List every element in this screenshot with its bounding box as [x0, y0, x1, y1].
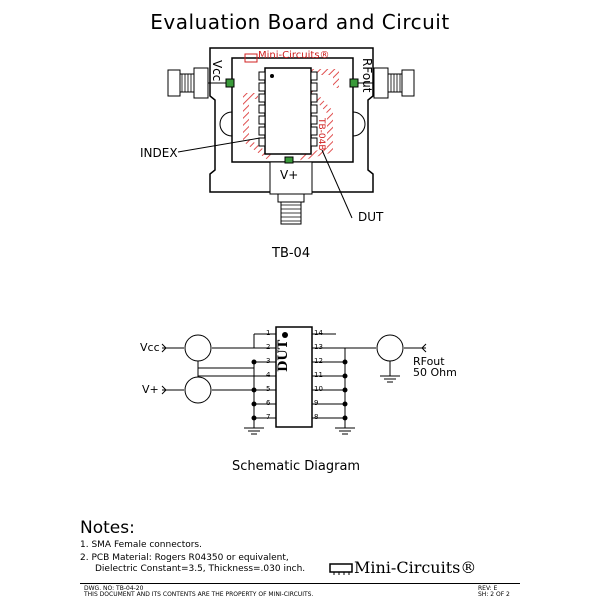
capacitor-left	[225, 78, 235, 88]
dut-leader	[321, 149, 353, 219]
index-leader	[177, 137, 261, 153]
board-name-label: TB-04	[272, 246, 311, 261]
pin-label-left-3: 3	[266, 357, 271, 365]
pin-label-right-12: 12	[314, 357, 323, 365]
schematic-index-dot	[282, 332, 288, 338]
schematic-dut-body	[275, 326, 313, 428]
board-vcc-label: Vcc	[210, 60, 224, 82]
dut-pins-left	[258, 71, 266, 147]
dwg-number: DWG. NO: TB-04-20	[84, 585, 144, 592]
notes-heading: Notes:	[80, 518, 135, 538]
pin-label-right-11: 11	[314, 371, 323, 379]
schematic-vcc-label: Vcc	[140, 341, 160, 354]
board-outline	[209, 47, 374, 193]
pin-label-right-13: 13	[314, 343, 323, 351]
trace-right	[310, 69, 339, 88]
schematic-diagram	[161, 326, 427, 435]
board-rfout-label: RFout	[360, 58, 374, 93]
board-vplus-label: V+	[280, 168, 299, 182]
pin-label-right-8: 8	[314, 413, 319, 421]
pin-label-right-10: 10	[314, 385, 323, 393]
board-brand-label: Mini-Circuits®	[258, 50, 330, 61]
pin-label-left-6: 6	[266, 399, 271, 407]
footer-logo-icon	[329, 563, 353, 575]
schematic-caption: Schematic Diagram	[232, 459, 361, 474]
schematic-vplus-label: V+	[142, 383, 159, 396]
pin-label-left-4: 4	[266, 371, 271, 379]
note-2-continued: Dielectric Constant=3.5, Thickness=.030 …	[95, 564, 306, 574]
pin-label-left-5: 5	[266, 385, 271, 393]
pin-label-left-2: 2	[266, 343, 271, 351]
note-2: 2. PCB Material: Rogers R04350 or equiva…	[80, 553, 289, 563]
schematic-impedance-label: 50 Ohm	[413, 366, 457, 379]
revision: REV: E	[478, 585, 498, 592]
pin-label-right-9: 9	[314, 399, 319, 407]
note-1: 1. SMA Female connectors.	[80, 540, 202, 550]
board-logo-box	[244, 53, 258, 63]
vcc-branch	[161, 334, 255, 369]
right-sma-connector	[356, 67, 415, 99]
property-notice: THIS DOCUMENT AND ITS CONTENTS ARE THE P…	[84, 591, 314, 598]
bottom-sma-connector	[269, 161, 313, 225]
trace-left	[243, 93, 272, 161]
title-block: DWG. NO: TB-04-20 THIS DOCUMENT AND ITS …	[80, 583, 520, 598]
left-sma-connector	[167, 67, 228, 99]
sheet-number: SH: 2 OF 2	[478, 591, 510, 598]
evaluation-board-drawing	[167, 47, 415, 225]
mount-hole-left	[219, 111, 233, 137]
capacitor-right	[349, 78, 359, 88]
schematic-dut-label: DUT	[276, 339, 291, 372]
trace-right-lower	[299, 87, 333, 161]
index-label: INDEX	[140, 146, 178, 160]
capacitor-bottom	[284, 156, 294, 164]
pin-label-left-1: 1	[266, 329, 271, 337]
dut-label: DUT	[358, 210, 384, 224]
mount-hole-right	[352, 111, 366, 137]
page-title: Evaluation Board and Circuit	[150, 10, 450, 34]
vplus-branch	[161, 368, 254, 404]
dut-pins-right	[310, 71, 318, 147]
dut-package	[264, 67, 312, 155]
schematic-rfout-label: RFout	[413, 355, 445, 368]
footer-brand: Mini-Circuits®	[354, 558, 477, 577]
pin-label-right-14: 14	[314, 329, 323, 337]
board-part-label: TB-04B	[316, 118, 326, 151]
index-dot	[270, 74, 274, 78]
rfout-branch	[336, 334, 427, 376]
pin-label-left-7: 7	[266, 413, 271, 421]
